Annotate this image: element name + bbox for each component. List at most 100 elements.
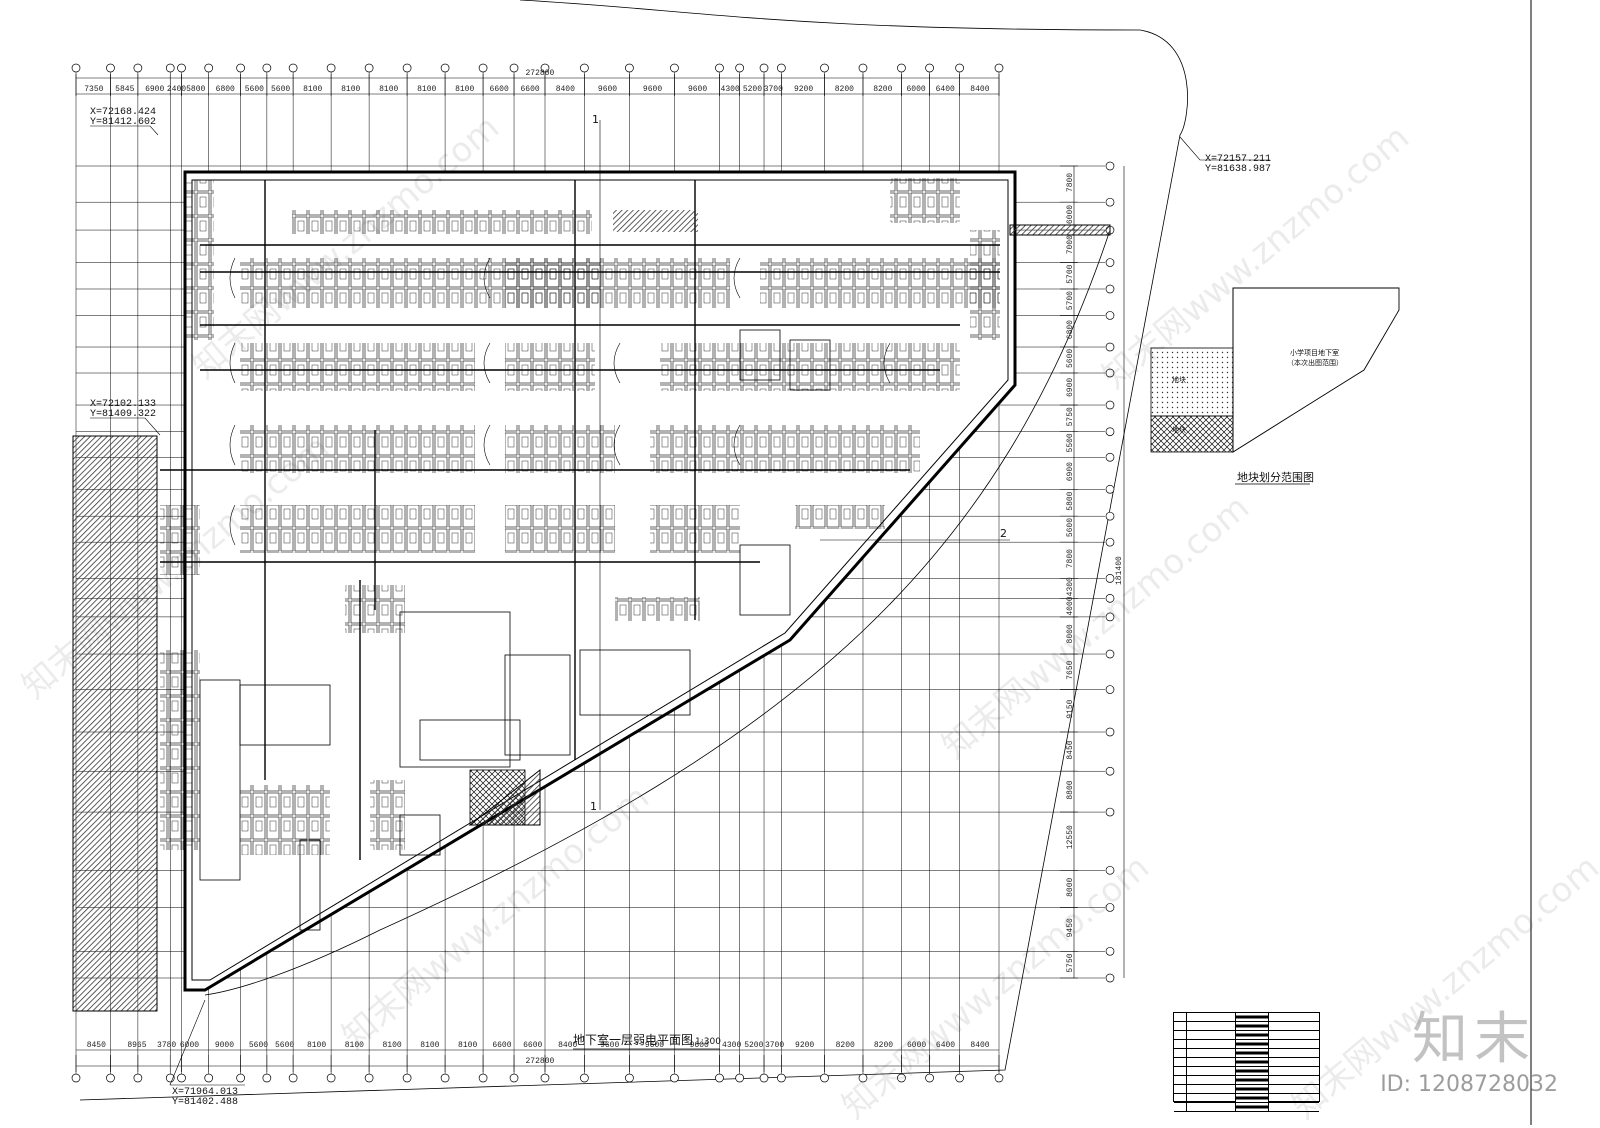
dim-text-bottom: 6600 (523, 1041, 542, 1050)
grid-bubble-bottom (670, 1073, 679, 1083)
legend-cell (1269, 1076, 1319, 1084)
dim-text-right: 8000 (1066, 624, 1075, 643)
coord-4-y: Y=81402.488 (172, 1097, 238, 1108)
drawing-title: 地下室一层弱电平面图 (573, 1032, 693, 1047)
dim-text-bottom: 9600 (600, 1041, 619, 1050)
grid-bubble-top (71, 63, 81, 73)
grid-bubble-right (1105, 593, 1115, 603)
dim-text-bottom: 8965 (127, 1041, 146, 1050)
dim-text-right: 8450 (1066, 740, 1075, 759)
grid-bubble-right (1105, 484, 1115, 494)
legend-cell (1269, 1040, 1319, 1048)
dim-text-top: 8400 (556, 85, 575, 94)
legend-cell (1269, 1085, 1319, 1093)
grid-bubble-right (1105, 537, 1115, 547)
grid-bubble-top (625, 63, 634, 73)
legend-cell (1174, 1013, 1187, 1021)
legend-row (1174, 1022, 1319, 1031)
legend-cell (1187, 1103, 1236, 1111)
legend-cell (1174, 1067, 1187, 1075)
legend-cell (1187, 1058, 1236, 1066)
dim-text-right: 7800 (1066, 173, 1075, 192)
dim-text-right: 7800 (1066, 549, 1075, 568)
grid-bubble-right (1105, 574, 1115, 583)
grid-bubble-bottom (509, 1073, 519, 1083)
dim-text-right: 7000 (1066, 235, 1075, 254)
dim-text-top: 8400 (970, 85, 989, 94)
dim-text-right: 6900 (1066, 462, 1075, 481)
dim-text-top: 6400 (936, 85, 955, 94)
dim-text-bottom: 4300 (722, 1041, 741, 1050)
legend-cell (1236, 1040, 1269, 1048)
legend-cell (1236, 1085, 1269, 1093)
grid-bubble-top (925, 63, 934, 73)
coord-leaders (90, 125, 1270, 1086)
dim-text-top: 8100 (379, 85, 398, 94)
dim-text-bottom: 3780 (157, 1041, 176, 1050)
grid-bubble-bottom (759, 1073, 769, 1083)
legend-cell (1174, 1058, 1187, 1066)
legend-row (1174, 1076, 1319, 1085)
dim-text-bottom: 8100 (420, 1041, 439, 1050)
basement-inner-wall (191, 179, 1009, 981)
legend-cell (1269, 1058, 1319, 1066)
dim-text-top: 8100 (303, 85, 322, 94)
legend-cell (1187, 1031, 1236, 1039)
dim-text-top: 6000 (907, 85, 926, 94)
legend-cell (1236, 1013, 1269, 1021)
dim-text-top: 9600 (688, 85, 707, 94)
dim-text-bottom: 8100 (307, 1041, 326, 1050)
grid-bubble-right (1105, 342, 1115, 352)
drawing-scale: 1:300 (695, 1037, 721, 1047)
right-total-dim: 181400 (1115, 556, 1124, 585)
dim-text-top: 6900 (145, 85, 164, 94)
key-plan-label-main: 小学项目地下室 (1290, 348, 1339, 357)
dim-text-bottom: 9200 (795, 1041, 814, 1050)
grid-bubble-bottom (820, 1073, 829, 1083)
grid-bubble-top (133, 63, 143, 73)
grid-bubble-top (715, 63, 724, 73)
stair-hatch (613, 210, 698, 232)
legend-cell (1269, 1022, 1319, 1030)
dim-text-right: 5700 (1066, 264, 1075, 283)
grid-bubble-bottom (177, 1073, 186, 1083)
dim-text-bottom: 8200 (874, 1041, 893, 1050)
dim-text-top: 3700 (764, 85, 783, 94)
grid-bubble-right (1105, 766, 1115, 776)
dim-text-right: 12550 (1066, 825, 1075, 849)
dim-text-top: 8100 (455, 85, 474, 94)
legend-cell (1236, 1076, 1269, 1084)
grid-bubble-top (897, 63, 906, 73)
legend-cell (1187, 1067, 1236, 1075)
dim-text-top: 6600 (490, 85, 509, 94)
grid-bubble-right (1105, 903, 1115, 912)
dim-text-bottom: 3700 (765, 1041, 784, 1050)
grid-bubble-bottom (925, 1073, 934, 1083)
grid-bubble-top (204, 63, 214, 73)
dim-text-right: 5600 (1066, 518, 1075, 537)
legend-row (1174, 1067, 1319, 1076)
dim-text-top: 9200 (794, 85, 813, 94)
grid-bubble-right (1105, 865, 1115, 875)
legend-cell (1236, 1049, 1269, 1057)
grid-bubble-bottom (402, 1073, 412, 1083)
grid-bubble-right (1105, 427, 1115, 437)
dim-text-bottom: 8100 (345, 1041, 364, 1050)
dim-text-top: 5600 (271, 85, 290, 94)
dim-text-bottom: 8100 (458, 1041, 477, 1050)
grid-bubble-right (1105, 807, 1115, 817)
dim-text-right: 9150 (1066, 699, 1075, 718)
legend-cell (1187, 1013, 1236, 1021)
grid-bubble-right (1105, 612, 1115, 622)
grid-bubble-bottom (204, 1073, 214, 1083)
legend-cell (1174, 1049, 1187, 1057)
dim-text-bottom: 5600 (249, 1041, 268, 1050)
grid-bubble-right (1105, 368, 1115, 378)
grid-bubble-top (236, 63, 245, 73)
legend-cell (1236, 1094, 1269, 1102)
grid-bubble-bottom (106, 1073, 115, 1083)
coord-4-x: X=71964.013 (172, 1087, 238, 1098)
legend-row (1174, 1085, 1319, 1094)
grid-bubble-top (106, 63, 115, 73)
